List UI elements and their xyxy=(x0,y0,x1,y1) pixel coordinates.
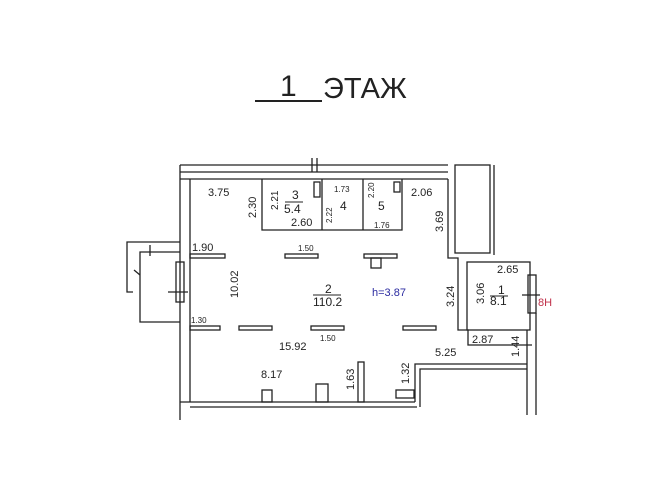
dim: 10.02 xyxy=(229,270,241,298)
dim: 1.76 xyxy=(374,221,390,230)
floor-word: ЭТАЖ xyxy=(323,73,407,105)
dim: 1.90 xyxy=(192,242,213,254)
room-2-area: 110.2 xyxy=(313,295,342,309)
dim: 2.20 xyxy=(367,182,376,198)
dim: 3.69 xyxy=(434,211,446,232)
room-2-number: 2 xyxy=(325,282,332,296)
dim: 2.30 xyxy=(247,197,259,218)
dim: 2.87 xyxy=(472,334,493,346)
dim: 1.73 xyxy=(334,185,350,194)
dim: 1.44 xyxy=(510,336,522,357)
dim: 1.32 xyxy=(400,363,412,384)
dim: 1.30 xyxy=(191,316,207,325)
dim: 1.50 xyxy=(320,334,336,343)
room-3-number: 3 xyxy=(292,188,299,202)
room-4-number: 4 xyxy=(340,199,347,213)
dim: 3.24 xyxy=(445,286,457,307)
ceiling-height: h=3.87 xyxy=(372,287,406,299)
dim: 8.17 xyxy=(261,369,282,381)
dim: 3.75 xyxy=(208,187,229,199)
room-1-number: 1 xyxy=(498,283,505,297)
dim: 5.25 xyxy=(435,347,456,359)
room-3-area: 5.4 xyxy=(284,202,301,216)
room-1-area: 8.1 xyxy=(490,294,507,308)
dim: 1.63 xyxy=(345,369,357,390)
dim: 2.21 xyxy=(270,190,281,210)
axis-label: 8Н xyxy=(538,297,552,309)
dim: 2.60 xyxy=(291,217,312,229)
dim: 2.65 xyxy=(497,264,518,276)
dim: 2.06 xyxy=(411,187,432,199)
dim: 3.06 xyxy=(475,283,487,304)
dim: 15.92 xyxy=(279,341,307,353)
dim: 2.22 xyxy=(325,207,334,223)
dim: 1.50 xyxy=(298,244,314,253)
dimension-labels: 3.75 2.30 2.21 2.60 1.73 2.22 2.20 1.76 … xyxy=(191,182,522,390)
floor-number: 1 xyxy=(280,70,297,103)
walls xyxy=(126,158,540,420)
room-5-number: 5 xyxy=(378,199,385,213)
